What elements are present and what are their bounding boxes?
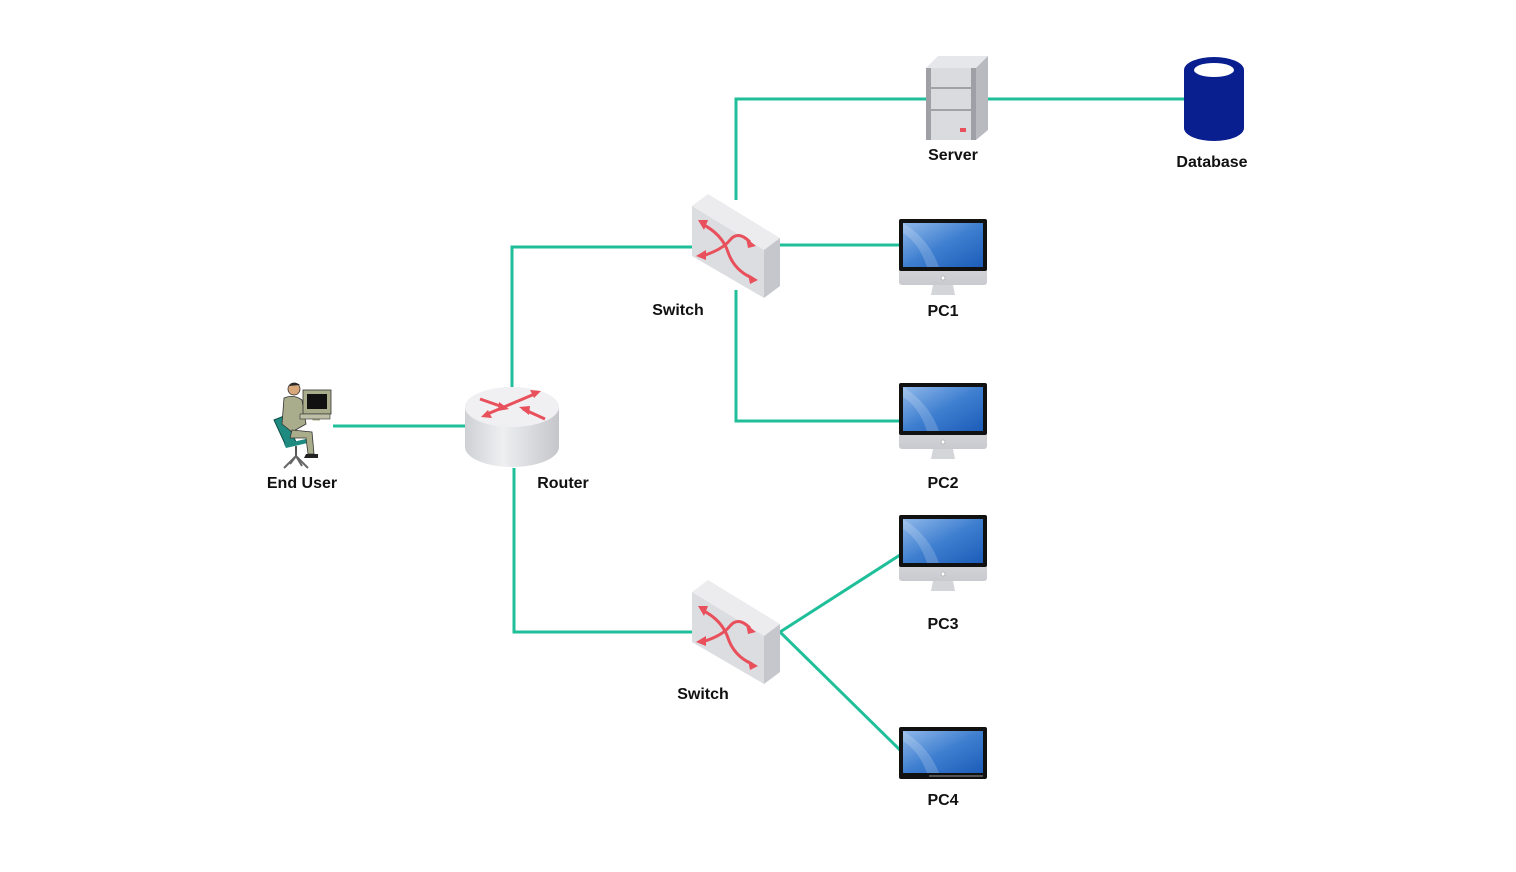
link-router-switch-top: [510, 245, 694, 387]
router-label: Router: [537, 475, 589, 492]
end-user-label: End User: [266, 475, 338, 492]
pc1-label: PC1: [927, 303, 959, 320]
link-router-switch-bottom: [512, 468, 694, 634]
router-icon[interactable]: [465, 387, 559, 467]
pc2-icon[interactable]: [899, 383, 987, 459]
link-switch-top-pc2: [734, 290, 900, 423]
database-icon[interactable]: [1184, 57, 1244, 141]
server-label: Server: [928, 147, 978, 164]
switch-top-icon[interactable]: [692, 194, 780, 298]
database-label: Database: [1176, 154, 1248, 171]
pc2-label: PC2: [927, 475, 959, 492]
link-switch-bottom-pc3: [779, 553, 901, 634]
pc3-label: PC3: [927, 616, 959, 633]
switch-bottom-label: Switch: [677, 686, 729, 703]
pc1-icon[interactable]: [899, 219, 987, 295]
pc4-icon[interactable]: [899, 727, 987, 779]
end-user-icon[interactable]: [270, 380, 332, 469]
switch-bottom-icon[interactable]: [692, 580, 780, 684]
pc4-label: PC4: [927, 792, 959, 809]
link-switch-top-server: [734, 97, 928, 200]
pc3-icon[interactable]: [899, 515, 987, 591]
switch-top-label: Switch: [652, 302, 704, 319]
server-icon[interactable]: [926, 56, 988, 140]
link-switch-bottom-pc4: [778, 630, 902, 752]
